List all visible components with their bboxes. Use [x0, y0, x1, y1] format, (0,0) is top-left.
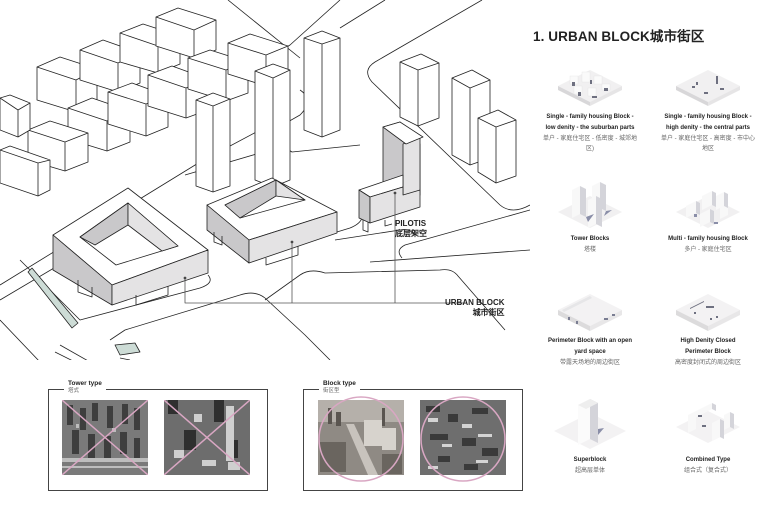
- tower-blocks-model-icon: [558, 182, 622, 228]
- type-name-zh: 带露天场地的周边街区: [559, 360, 620, 366]
- type-name-en: high denity - the central parts: [665, 125, 750, 131]
- type-name-en: Multi - family housing Block: [668, 236, 748, 242]
- tower-type-label-zh: 塔式: [68, 388, 80, 394]
- type-name-en: Single - family housing Block -: [546, 114, 634, 120]
- tower-type-label: Tower type 塔式: [64, 380, 106, 395]
- urban-block-type-card: Tower Blocks 塔楼: [535, 180, 645, 255]
- type-name-zh: 单户 - 家庭住宅区 - 低密度 - 城郊地: [543, 136, 637, 142]
- type-name-zh: 地区: [701, 146, 714, 152]
- high-density-block-model-icon: [676, 70, 740, 106]
- circle-mark: [318, 396, 404, 482]
- pilotis-callout-zh: 底层架空: [395, 229, 427, 238]
- type-name-zh: 多户 - 家庭住宅区: [684, 247, 732, 253]
- type-name-en: Tower Blocks: [570, 236, 610, 242]
- closed-perimeter-block-model-icon: [676, 294, 740, 331]
- type-name-en: Single - family housing Block -: [664, 114, 752, 120]
- type-name-en: yard space: [574, 349, 606, 355]
- urban-block-callout-zh: 城市街区: [472, 308, 505, 317]
- urban-block-axonometric-diagram: [0, 0, 530, 360]
- perimeter-block-model-icon: [558, 294, 622, 331]
- block-photo-1: [316, 394, 410, 482]
- tower-photo-2: [164, 400, 250, 475]
- multi-family-block-model-icon: [676, 191, 740, 228]
- block-type-label: Block type 街区型: [319, 380, 360, 395]
- pilotis-callout-en: PILOTIS: [395, 219, 427, 228]
- tower-buildings: [195, 30, 517, 193]
- tower-photo-1: [62, 400, 148, 475]
- type-name-zh: 超高层单体: [574, 468, 605, 474]
- low-density-block-model-icon: [558, 70, 622, 106]
- tower-type-reference-panel: [48, 389, 268, 491]
- type-name-en: low denity - the suburban parts: [545, 125, 635, 131]
- block-type-label-en: Block type: [323, 380, 356, 387]
- urban-block-callout-en: URBAN BLOCK: [445, 298, 505, 307]
- type-name-en: High Denity Closed: [680, 338, 736, 344]
- urban-block-type-card: Perimeter Block with an open yard space 带露…: [535, 282, 645, 368]
- urban-block-type-card: Single - family housing Block - low denit…: [535, 58, 645, 154]
- combined-type-model-icon: [676, 403, 740, 443]
- type-name-zh: 区): [586, 146, 594, 152]
- circle-mark: [420, 396, 506, 482]
- urban-block-type-card: Multi - family housing Block 多户 - 家庭住宅区: [653, 180, 760, 255]
- urban-block-callout: URBAN BLOCK 城市街区: [445, 298, 505, 318]
- tower-type-label-en: Tower type: [68, 380, 102, 387]
- cross-mark: [62, 400, 148, 475]
- type-name-zh: 单户 - 家庭住宅区 - 高密度 - 市中心: [661, 136, 755, 142]
- green-strip: [27, 267, 141, 356]
- block-type-reference-panel: [303, 389, 523, 491]
- type-name-zh: 高密度封闭式的周边街区: [674, 360, 741, 366]
- type-name-zh: 塔楼: [583, 247, 596, 253]
- block-photo-2: [418, 394, 512, 482]
- pilotis-callout: PILOTIS 底层架空: [395, 219, 427, 239]
- urban-block-type-card: Single - family housing Block - high deni…: [653, 58, 760, 154]
- type-name-en: Combined Type: [685, 457, 731, 463]
- perimeter-block-square: [52, 187, 209, 306]
- residential-slab-buildings: [0, 7, 289, 197]
- type-name-en: Perimeter Block: [685, 349, 731, 355]
- pilotis-building: [358, 121, 424, 233]
- type-name-en: Perimeter Block with an open: [547, 338, 633, 344]
- type-name-zh: 组合式（复合式）: [683, 468, 732, 474]
- cross-mark: [164, 400, 250, 475]
- panel-title: 1. URBAN BLOCK城市街区: [533, 29, 705, 44]
- block-type-label-zh: 街区型: [323, 388, 340, 394]
- perimeter-block-triangular: [206, 177, 338, 266]
- urban-block-type-card: Superblock 超高层单体: [535, 393, 645, 476]
- callout-leaders: [183, 191, 465, 304]
- superblock-model-icon: [554, 399, 626, 449]
- urban-block-type-card: Combined Type 组合式（复合式）: [653, 393, 760, 476]
- type-name-en: Superblock: [573, 457, 607, 463]
